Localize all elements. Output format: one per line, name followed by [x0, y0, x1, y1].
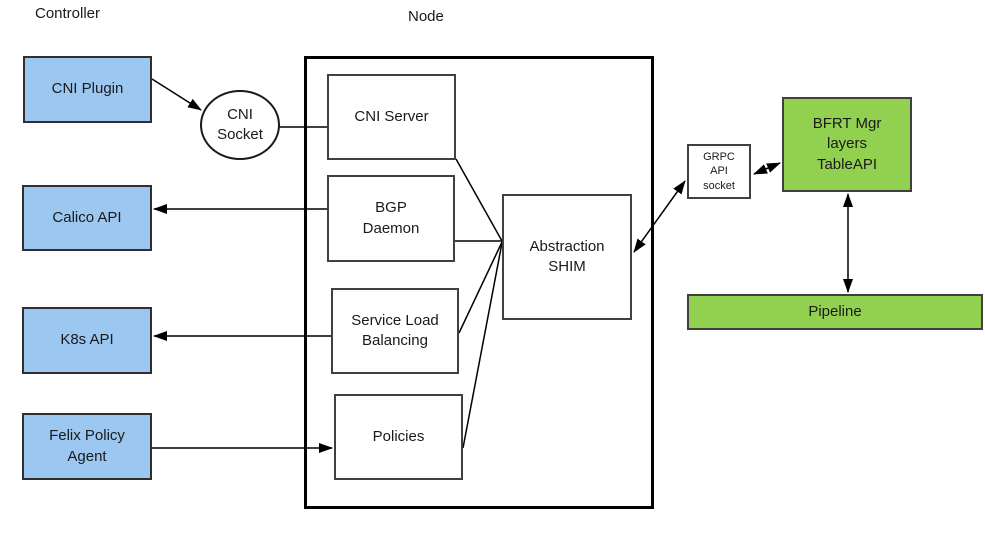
cni-socket-ellipse: CNI Socket [200, 90, 280, 160]
pipeline-label: Pipeline [808, 302, 862, 320]
grpc-api-socket-box: GRPC API socket [687, 144, 751, 199]
edge-policies-to-abstraction-shim [462, 242, 503, 449]
cni-plugin-label: CNI Plugin [51, 80, 124, 98]
grpc-api-socket-label: GRPC API socket [703, 151, 735, 192]
felix-policy-agent-box: Felix Policy Agent [22, 413, 152, 480]
bfrt-mgr-box: BFRT Mgr layers TableAPI [782, 97, 912, 192]
calico-api-box: Calico API [22, 185, 152, 251]
abstraction-shim-box: Abstraction SHIM [502, 194, 632, 320]
service-load-balancing-box: Service Load Balancing [331, 288, 459, 374]
edge-cni-plugin-to-cni-socket [151, 78, 202, 111]
pipeline-box: Pipeline [687, 294, 983, 330]
cni-socket-label: CNI Socket [217, 105, 263, 143]
edge-cni-server-to-abstraction-shim [455, 158, 503, 242]
edge-abstraction-shim-to-grpc-socket [633, 180, 686, 253]
node-section-label: Node [408, 8, 444, 25]
k8s-api-label: K8s API [60, 331, 114, 349]
bgp-daemon-box: BGP Daemon [327, 175, 455, 262]
edge-service-load-balancing-to-abstraction-shim [458, 241, 503, 334]
bgp-daemon-label: BGP Daemon [362, 199, 420, 237]
cni-server-box: CNI Server [327, 74, 456, 160]
policies-label: Policies [372, 427, 425, 445]
controller-section-label: Controller [35, 5, 101, 22]
felix-policy-agent-label: Felix Policy Agent [49, 427, 125, 465]
calico-api-label: Calico API [52, 208, 122, 226]
edge-grpc-socket-to-bfrt-mgr [753, 162, 781, 175]
k8s-api-box: K8s API [22, 307, 152, 374]
cni-plugin-box: CNI Plugin [23, 56, 152, 123]
cni-server-label: CNI Server [354, 107, 429, 125]
bfrt-mgr-label: BFRT Mgr layers TableAPI [812, 115, 882, 173]
service-load-balancing-label: Service Load Balancing [351, 311, 439, 349]
abstraction-shim-label: Abstraction SHIM [529, 237, 605, 275]
node-container-box [304, 56, 654, 509]
policies-box: Policies [334, 394, 463, 480]
